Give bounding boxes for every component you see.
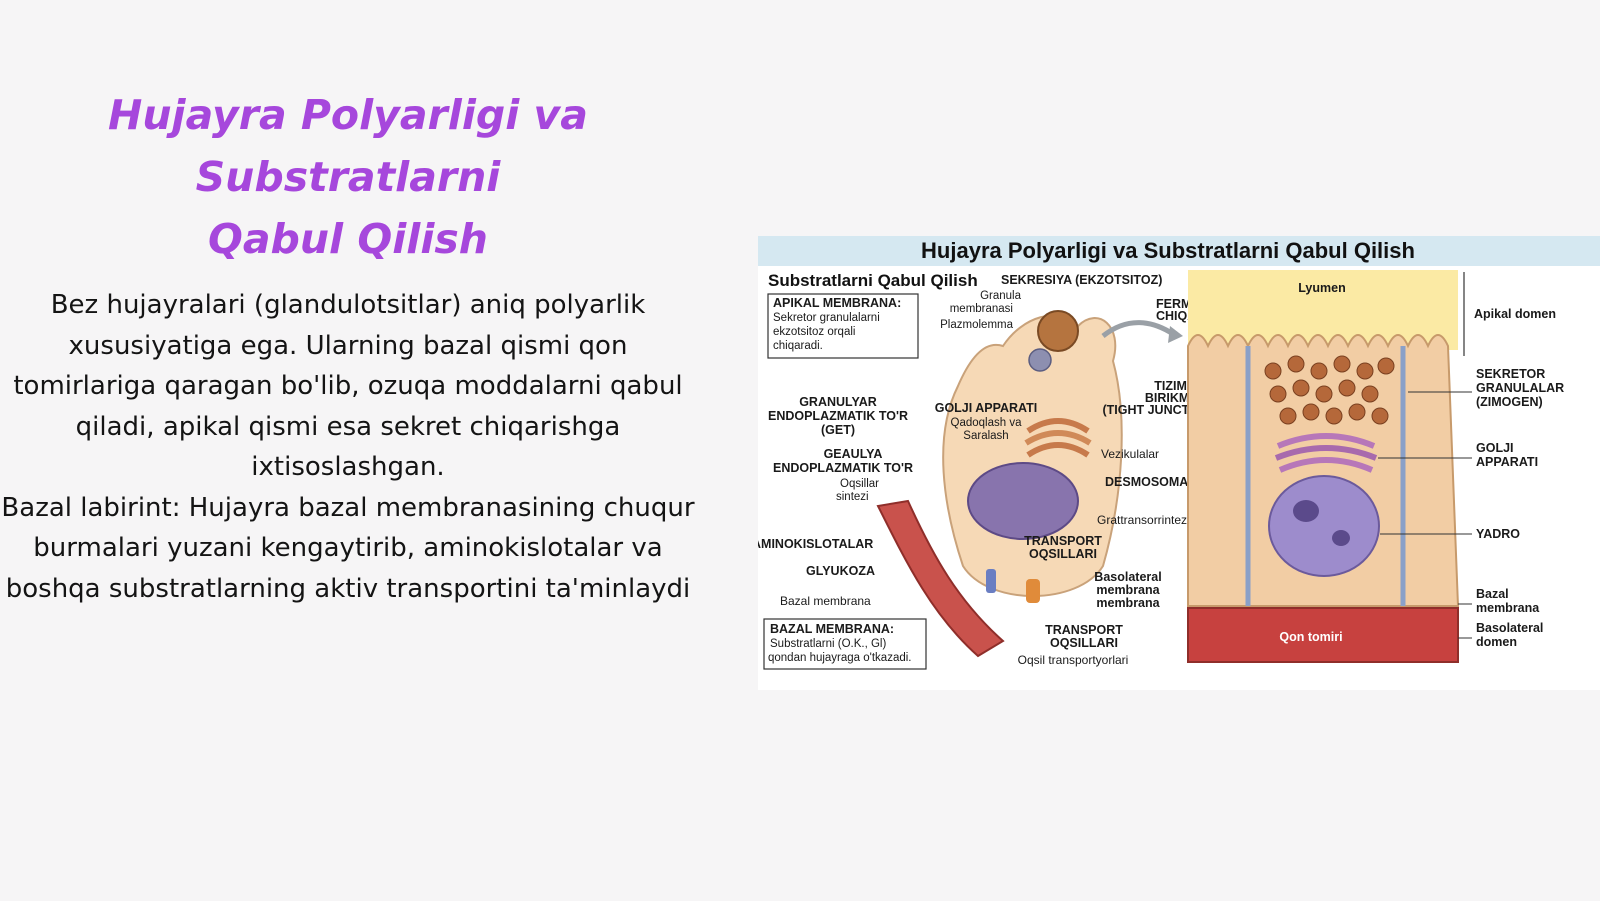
apikal-box bbox=[767, 293, 919, 359]
granule-exocytosis-icon bbox=[1037, 310, 1079, 352]
get-label-2: ENDOPLAZMATIK TO'R bbox=[768, 409, 908, 423]
bazal-right-label-2: membrana bbox=[1476, 601, 1540, 615]
transporter-protein-icon bbox=[986, 569, 996, 593]
golji-left-label-2: Qadoqlash va bbox=[951, 417, 1023, 429]
label-leader-lines bbox=[1378, 391, 1472, 639]
vesicle-icon bbox=[1028, 348, 1052, 372]
basolateral-label-3: membrana bbox=[1096, 596, 1160, 610]
qon-tomiri-label: Qon tomiri bbox=[1279, 630, 1342, 644]
nucleolus-icon bbox=[1293, 500, 1319, 522]
figure-subtitle: Substratlarni Qabul Qilish bbox=[768, 271, 978, 290]
arrow-head-icon bbox=[1168, 326, 1183, 343]
bazal-box-title: BAZAL MEMBRANA: bbox=[770, 622, 894, 636]
title-line-2: Qabul Qilish bbox=[208, 215, 488, 263]
diagram-figure: Hujayra Polyarligi va Substratlarni Qabu… bbox=[758, 236, 1600, 690]
get-label: GRANULYAR bbox=[799, 395, 877, 409]
apikal-box-line3: chiqaradi. bbox=[773, 340, 823, 352]
grattrans-label: Grattransorrintezi bbox=[1097, 513, 1190, 527]
transport-protein-icon bbox=[1026, 579, 1040, 603]
transport-oqsillari-2-label: TRANSPORT bbox=[1045, 623, 1123, 637]
nucleus-left-icon bbox=[967, 462, 1079, 540]
yadro-label: YADRO bbox=[1476, 527, 1520, 541]
transport-oqsillari-2-label-2: OQSILLARI bbox=[1050, 636, 1118, 650]
basolateral-label: Basolateral bbox=[1094, 570, 1161, 584]
blood-vessel-right-icon bbox=[1187, 607, 1459, 663]
basolat-right-label-2: domen bbox=[1476, 635, 1517, 649]
granula-label-2: membranasi bbox=[950, 303, 1013, 315]
slide-title: Hujayra Polyarligi va Substratlarni Qabu… bbox=[0, 84, 696, 270]
nucleolus-icon-2 bbox=[1332, 530, 1350, 546]
lyumen-label: Lyumen bbox=[1298, 281, 1345, 295]
epithelial-cell-right bbox=[1187, 334, 1460, 607]
golji-right-label-2: APPARATI bbox=[1476, 455, 1538, 469]
basolateral-label-2: membrana bbox=[1096, 583, 1160, 597]
plazmolemma-label: Plazmolemma bbox=[940, 319, 1013, 331]
bazal-box bbox=[763, 618, 927, 670]
transport-oqsillari-label-2: OQSILLARI bbox=[1029, 547, 1097, 561]
sekretor-label-3: (ZIMOGEN) bbox=[1476, 395, 1543, 409]
golji-left-label-3: Saralash bbox=[963, 430, 1008, 442]
apikal-box-title: APIKAL MEMBRANA: bbox=[773, 296, 901, 310]
nucleus-right-icon bbox=[1268, 475, 1380, 577]
figure-header-band bbox=[758, 236, 1600, 266]
oqsil-transport-label: Oqsil transportyorlari bbox=[1018, 653, 1129, 667]
arrow-to-lumen-icon bbox=[1101, 320, 1175, 338]
desmosomalar-label: DESMOSOMALAR bbox=[1105, 475, 1214, 489]
bazal-right-label: Bazal bbox=[1476, 587, 1509, 601]
get-label-3: (GET) bbox=[821, 423, 855, 437]
sekretor-label: SEKRETOR bbox=[1476, 367, 1545, 381]
basolat-right-label: Basolateral bbox=[1476, 621, 1543, 635]
apikal-domen-label: Apikal domen bbox=[1474, 307, 1556, 321]
apikal-box-line1: Sekretor granulalarni bbox=[773, 312, 880, 324]
bazal-membrana-left-label: Bazal membrana bbox=[780, 594, 871, 608]
oqsillar-label-2: sintezi bbox=[836, 491, 869, 503]
granula-label: Granula bbox=[980, 290, 1022, 302]
bazal-box-line1: Substratlarni (O.K., Gl) bbox=[770, 638, 886, 650]
title-line-1: Hujayra Polyarligi va Substratlarni bbox=[108, 91, 588, 201]
blood-vessel-left-icon bbox=[876, 499, 1005, 658]
bazal-box-line2: qondan hujayraga o'tkazadi. bbox=[768, 652, 912, 664]
golgi-right-icon bbox=[1274, 433, 1378, 473]
transport-oqsillari-label: TRANSPORT bbox=[1024, 534, 1102, 548]
glyukoza-label: GLYUKOZA bbox=[806, 564, 875, 578]
gaet-label: GEAULYA bbox=[824, 447, 883, 461]
gaet-label-2: ENDOPLAZMATIK TO'R bbox=[773, 461, 913, 475]
sekretor-label-2: GRANULALAR bbox=[1476, 381, 1564, 395]
vezikulalar-label: Vezikulalar bbox=[1101, 447, 1159, 461]
aminokislotalar-label: AMINOKISLOTALAR bbox=[758, 537, 873, 551]
zymogen-granules-icon bbox=[1264, 355, 1395, 425]
figure-title: Hujayra Polyarligi va Substratlarni Qabu… bbox=[921, 238, 1415, 263]
cell-polarity-diagram: Hujayra Polyarligi va Substratlarni Qabu… bbox=[758, 236, 1600, 670]
paragraph-polarity: Bez hujayralari (glandulotsitlar) aniq p… bbox=[13, 290, 683, 482]
paragraph-basal-labyrinth: Bazal labirint: Hujayra bazal membranasi… bbox=[1, 492, 695, 604]
golgi-left-icon bbox=[1024, 418, 1092, 458]
sekresiya-label: SEKRESIYA (EKZOTSITOZ) bbox=[1001, 273, 1162, 287]
slide-body: Bez hujayralari (glandulotsitlar) aniq p… bbox=[0, 285, 696, 609]
golji-left-label: GOLJI APPARATI bbox=[935, 401, 1038, 415]
oqsillar-label: Oqsillar bbox=[840, 478, 879, 490]
apikal-box-line2: ekzotsitoz orqali bbox=[773, 326, 855, 338]
golji-right-label: GOLJI bbox=[1476, 441, 1514, 455]
